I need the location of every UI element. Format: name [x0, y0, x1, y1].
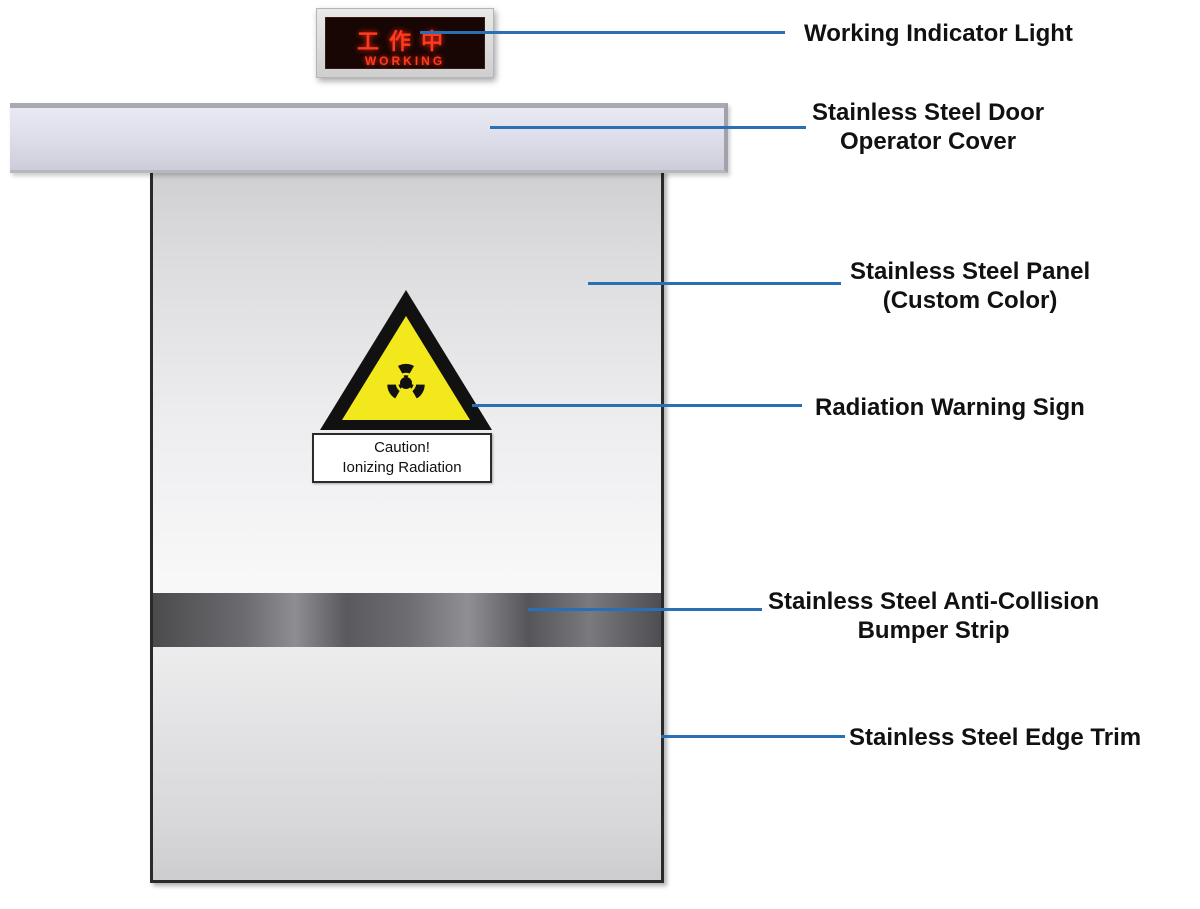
indicator-chinese-text: 工作中: [356, 30, 453, 55]
radiation-warning-icon: [320, 290, 492, 430]
anti-collision-bumper-strip: [153, 593, 661, 647]
leader-line-panel: [588, 282, 841, 285]
caution-label: Caution! Ionizing Radiation: [312, 433, 492, 483]
leader-line-cover: [490, 126, 806, 129]
leader-line-warning-sign: [472, 404, 802, 407]
label-working-indicator-light: Working Indicator Light: [804, 20, 1073, 47]
label-anti-collision-bumper-strip: Stainless Steel Anti-Collision Bumper St…: [768, 588, 1100, 644]
leader-line-indicator: [420, 31, 785, 34]
leader-line-bumper: [528, 608, 762, 611]
leader-line-edge-trim: [661, 735, 845, 738]
label-radiation-warning-sign: Radiation Warning Sign: [815, 394, 1085, 421]
indicator-display: 工作中 WORKING: [325, 17, 485, 69]
caution-line-2: Ionizing Radiation: [342, 459, 462, 476]
label-stainless-steel-panel: Stainless Steel Panel (Custom Color): [850, 258, 1091, 314]
label-door-operator-cover: Stainless Steel Door Operator Cover: [812, 99, 1045, 155]
door-operator-cover: [10, 103, 728, 173]
caution-line-1: Caution!: [374, 439, 430, 456]
panel-lower-section: [153, 645, 661, 880]
indicator-english-text: WORKING: [364, 54, 446, 68]
stainless-steel-panel: [150, 170, 664, 883]
label-edge-trim: Stainless Steel Edge Trim: [849, 724, 1142, 751]
working-indicator-light: 工作中 WORKING: [316, 8, 494, 78]
